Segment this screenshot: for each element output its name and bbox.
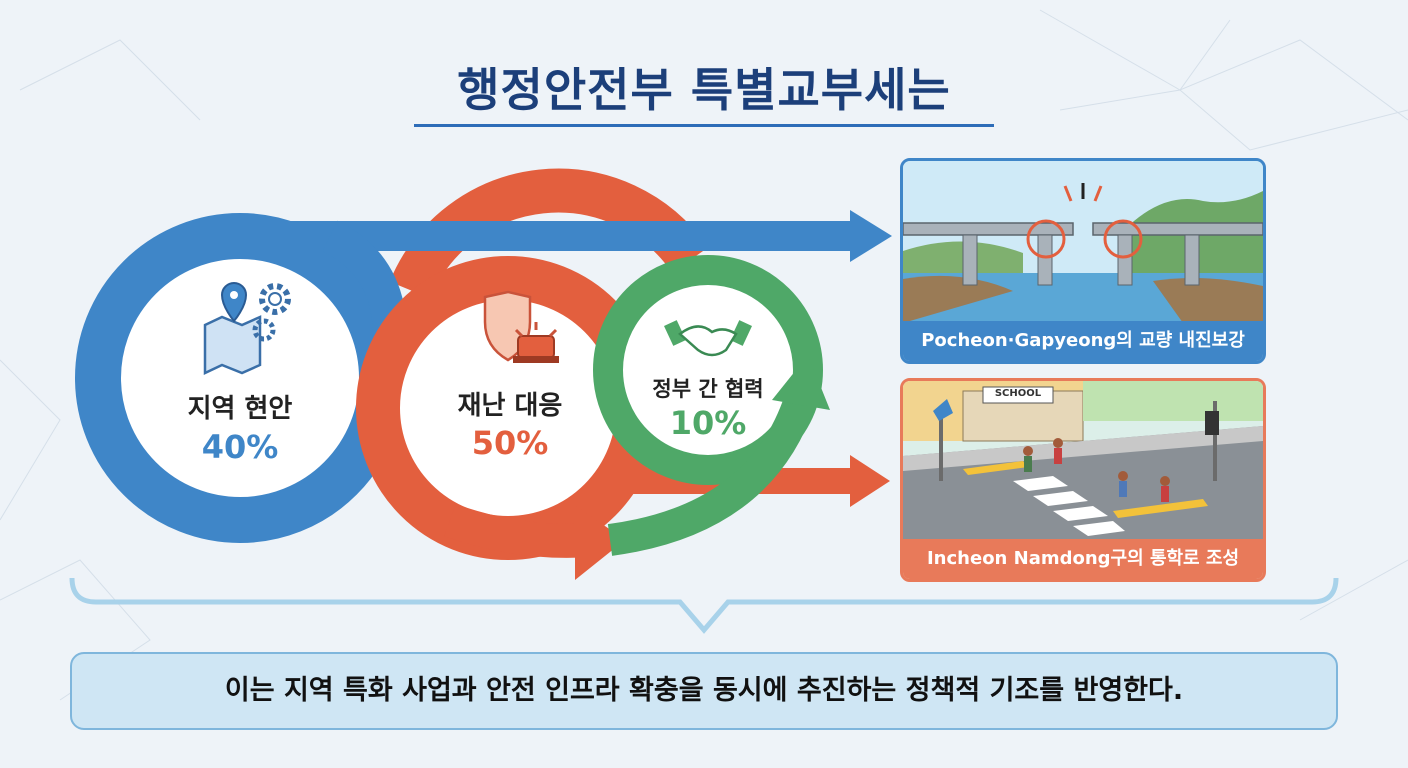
school-sign: SCHOOL	[994, 388, 1042, 399]
title-underline	[414, 124, 994, 127]
red-bottom-head	[575, 505, 625, 580]
map-gear-icon	[203, 282, 291, 375]
blue-arrow-head	[850, 210, 892, 262]
label-disaster-response: 재난 대응	[457, 391, 563, 421]
red-arrow-head	[850, 455, 890, 507]
label-intergovernmental: 정부 간 협력	[652, 377, 764, 401]
percent-regional-issues: 40%	[201, 428, 279, 466]
school-route-caption: Incheon Namdong구의 통학로 조성	[903, 539, 1263, 579]
red-bottom-sweep	[444, 503, 592, 558]
shield-alarm-icon	[483, 290, 559, 363]
percent-disaster-response: 50%	[471, 424, 549, 462]
school-route-example-card: SCHOOL Incheon Namdong구의 통학로 조성	[900, 378, 1266, 582]
bridge-illustration	[903, 161, 1263, 323]
summary-box: 이는 지역 특화 사업과 안전 인프라 확충을 동시에 추진하는 정책적 기조를…	[70, 652, 1338, 730]
percent-intergovernmental: 10%	[669, 404, 747, 442]
bridge-example-card: Pocheon·Gapyeong의 교량 내진보강	[900, 158, 1266, 364]
bridge-caption: Pocheon·Gapyeong의 교량 내진보강	[903, 321, 1263, 361]
page-title: 행정안전부 특별교부세는	[457, 63, 951, 117]
handshake-icon	[664, 320, 752, 357]
green-bottom-head	[772, 355, 830, 410]
green-bottom-sweep	[607, 394, 816, 556]
label-regional-issues: 지역 현안	[187, 394, 293, 424]
summary-text: 이는 지역 특화 사업과 안전 인프라 확충을 동시에 추진하는 정책적 기조를…	[224, 675, 1184, 706]
school-crosswalk-illustration	[903, 381, 1263, 539]
